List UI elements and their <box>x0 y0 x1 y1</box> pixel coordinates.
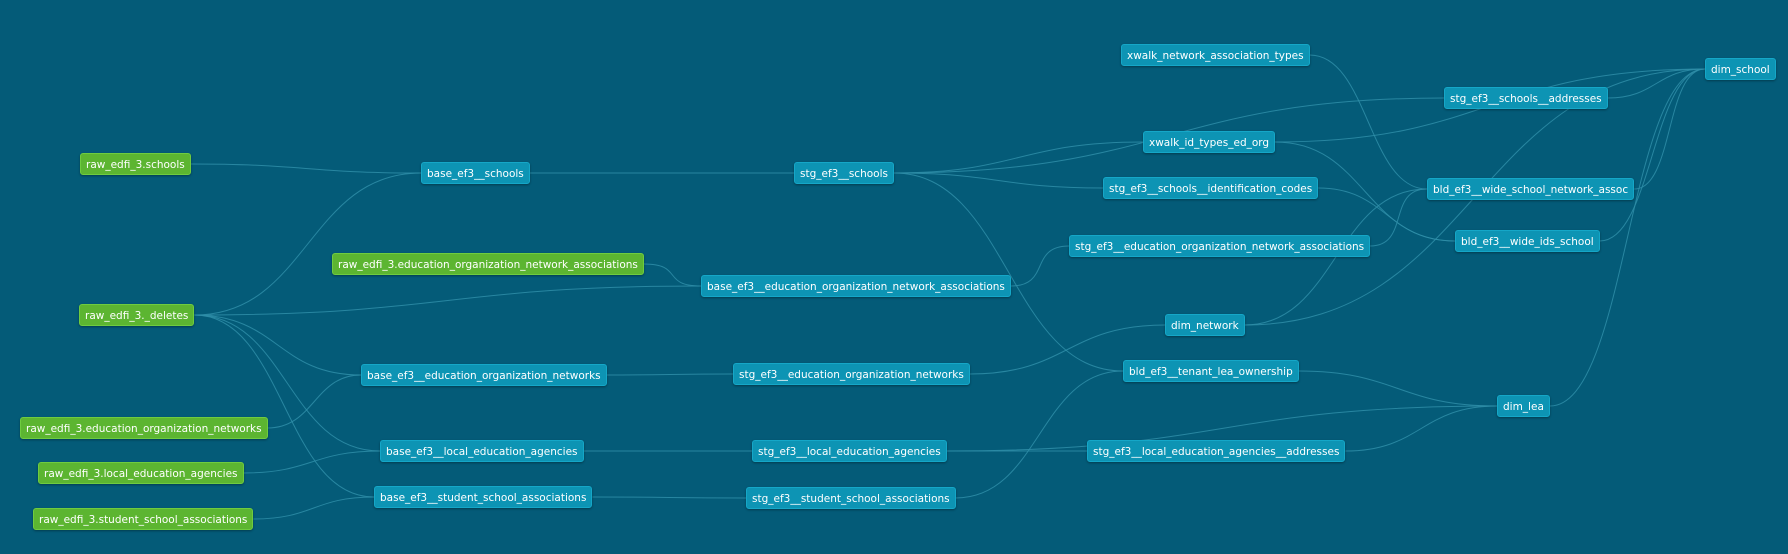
edge-stg_lea_addr-to-dim_lea <box>1345 405 1498 452</box>
edge-raw_ssa-to-base_ssa <box>253 496 375 520</box>
node-stg-ef3-student-school-associations[interactable]: stg_ef3__student_school_associations <box>746 487 956 509</box>
edge-stg_schools-to-xwalk_ids <box>893 141 1144 174</box>
edge-stg_lea-to-dim_lea <box>946 405 1498 452</box>
edge-raw_deletes-to-base_schools <box>194 172 422 316</box>
edge-raw_eon-to-base_eon <box>267 374 362 429</box>
edge-stg_schools-to-stg_sic <box>893 172 1104 189</box>
node-raw-edfi-3-deletes[interactable]: raw_edfi_3._deletes <box>79 304 195 326</box>
edge-raw_lea-to-base_lea <box>243 450 381 474</box>
edge-raw_schools-to-base_schools <box>190 163 422 174</box>
node-base-ef3-education-organization-network-associations[interactable]: base_ef3__education_organization_network… <box>701 275 1011 297</box>
edge-raw_eona-to-base_eona <box>643 263 702 287</box>
node-xwalk-id-types-ed-org[interactable]: xwalk_id_types_ed_org <box>1143 131 1276 153</box>
edge-bld_wis-to-dim_school <box>1599 68 1706 242</box>
edge-stg_sch_addr-to-dim_school <box>1607 68 1706 99</box>
edge-base_ssa-to-stg_ssa <box>592 496 747 499</box>
edge-stg_sic-to-bld_wis <box>1318 187 1456 242</box>
edge-dim_network-to-bld_wsna <box>1244 188 1428 326</box>
node-base-ef3-local-education-agencies[interactable]: base_ef3__local_education_agencies <box>380 440 584 462</box>
node-base-ef3-student-school-associations[interactable]: base_ef3__student_school_associations <box>374 486 593 508</box>
node-dim-network[interactable]: dim_network <box>1165 314 1245 336</box>
edge-stg_ssa-to-bld_tlo <box>955 370 1124 499</box>
node-raw-edfi-3-schools[interactable]: raw_edfi_3.schools <box>80 153 191 175</box>
node-xwalk-network-association-types[interactable]: xwalk_network_association_types <box>1121 44 1310 66</box>
edge-dim_lea-to-dim_school <box>1549 68 1706 407</box>
edge-stg_eona-to-bld_wsna <box>1370 188 1428 247</box>
edge-raw_deletes-to-base_eona <box>194 285 702 316</box>
node-stg-ef3-education-organization-networks[interactable]: stg_ef3__education_organization_networks <box>733 363 970 385</box>
node-dim-lea[interactable]: dim_lea <box>1497 395 1550 417</box>
edge-base_eon-to-stg_eon <box>606 373 734 376</box>
node-base-ef3-schools[interactable]: base_ef3__schools <box>421 162 530 184</box>
node-stg-ef3-schools-identification-codes[interactable]: stg_ef3__schools__identification_codes <box>1103 177 1319 199</box>
node-stg-ef3-education-organization-network-associations[interactable]: stg_ef3__education_organization_network_… <box>1069 235 1371 257</box>
node-bld-ef3-wide-ids-school[interactable]: bld_ef3__wide_ids_school <box>1455 230 1600 252</box>
node-bld-ef3-wide-school-network-assoc[interactable]: bld_ef3__wide_school_network_assoc <box>1427 178 1635 200</box>
node-bld-ef3-tenant-lea-ownership[interactable]: bld_ef3__tenant_lea_ownership <box>1123 360 1299 382</box>
edge-raw_deletes-to-base_eon <box>194 314 362 376</box>
node-raw-edfi-3-education-organization-network-associations[interactable]: raw_edfi_3.education_organization_networ… <box>332 253 644 275</box>
node-stg-ef3-schools[interactable]: stg_ef3__schools <box>794 162 894 184</box>
edge-stg_schools-to-bld_tlo <box>893 172 1124 372</box>
edge-raw_deletes-to-base_ssa <box>194 314 375 498</box>
node-stg-ef3-local-education-agencies[interactable]: stg_ef3__local_education_agencies <box>752 440 947 462</box>
node-raw-edfi-3-education-organization-networks[interactable]: raw_edfi_3.education_organization_networ… <box>20 417 268 439</box>
node-raw-edfi-3-student-school-associations[interactable]: raw_edfi_3.student_school_associations <box>33 508 254 530</box>
edge-xwalk_nat-to-bld_wsna <box>1309 54 1428 190</box>
node-raw-edfi-3-local-education-agencies[interactable]: raw_edfi_3.local_education_agencies <box>38 462 244 484</box>
edge-stg_eon-to-dim_network <box>969 324 1166 375</box>
edge-raw_deletes-to-base_lea <box>194 314 381 452</box>
node-stg-ef3-local-education-agencies-addresses[interactable]: stg_ef3__local_education_agencies__addre… <box>1087 440 1346 462</box>
node-dim-school[interactable]: dim_school <box>1705 58 1776 80</box>
edge-bld_wsna-to-dim_school <box>1634 68 1706 190</box>
node-base-ef3-education-organization-networks[interactable]: base_ef3__education_organization_network… <box>361 364 607 386</box>
node-stg-ef3-schools-addresses[interactable]: stg_ef3__schools__addresses <box>1444 87 1608 109</box>
edge-base_eona-to-stg_eona <box>1010 245 1070 287</box>
edge-bld_tlo-to-dim_lea <box>1298 370 1498 407</box>
